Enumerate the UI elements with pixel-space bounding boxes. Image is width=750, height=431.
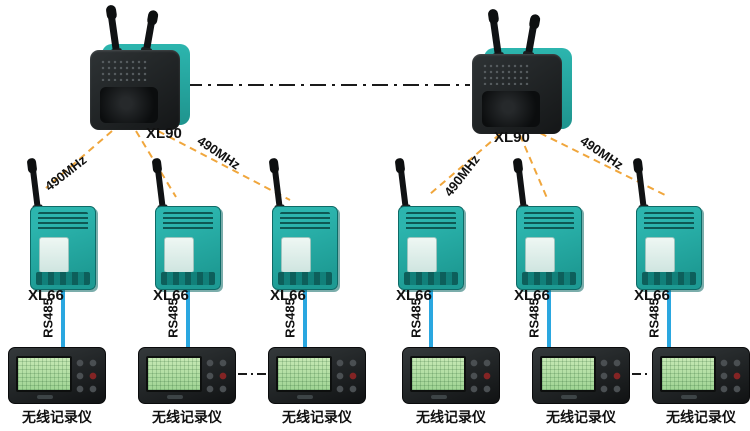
xl66-body bbox=[516, 206, 582, 290]
rs485-label: RS485 bbox=[282, 298, 298, 338]
recorder-device bbox=[652, 347, 750, 404]
xl66-body bbox=[272, 206, 338, 290]
rf-link-line bbox=[429, 133, 501, 195]
rf-link-line bbox=[157, 130, 291, 201]
rf-link-line bbox=[45, 130, 113, 189]
label-plate bbox=[645, 237, 675, 273]
lcd-screen bbox=[146, 356, 202, 392]
power-led bbox=[37, 395, 53, 399]
label-plate bbox=[39, 237, 69, 273]
terminal-block bbox=[161, 272, 215, 285]
power-led bbox=[297, 395, 313, 399]
lcd-screen bbox=[540, 356, 596, 392]
rs485-label: RS485 bbox=[40, 298, 56, 338]
xl66-label: XL66 bbox=[514, 287, 550, 304]
label-plate bbox=[407, 237, 437, 273]
xl66-label: XL66 bbox=[153, 287, 189, 304]
antenna-icon bbox=[397, 161, 409, 211]
lcd-screen bbox=[410, 356, 466, 392]
recorder-device bbox=[402, 347, 500, 404]
recorder-device bbox=[532, 347, 630, 404]
rs485-label: RS485 bbox=[526, 298, 542, 338]
button-pad bbox=[73, 357, 100, 395]
recorder-label: 无线记录仪 bbox=[546, 409, 616, 425]
button-pad bbox=[333, 357, 360, 395]
lcd-screen bbox=[276, 356, 332, 392]
speaker-grill bbox=[482, 63, 530, 85]
xl66-body bbox=[636, 206, 702, 290]
antenna-icon bbox=[635, 161, 647, 211]
xl66-body bbox=[398, 206, 464, 290]
button-pad bbox=[203, 357, 230, 395]
lcd-screen bbox=[16, 356, 72, 392]
recorder-label: 无线记录仪 bbox=[666, 409, 736, 425]
power-led bbox=[561, 395, 577, 399]
terminal-block bbox=[642, 272, 696, 285]
vent-grill bbox=[406, 212, 456, 232]
xl66-device bbox=[392, 161, 470, 290]
speaker bbox=[482, 91, 540, 127]
terminal-block bbox=[36, 272, 90, 285]
vent-grill bbox=[280, 212, 330, 232]
xl66-label: XL66 bbox=[396, 287, 432, 304]
recorder-label: 无线记录仪 bbox=[282, 409, 352, 425]
xl66-label: XL66 bbox=[634, 287, 670, 304]
xl90-device bbox=[470, 11, 574, 136]
recorder-label: 无线记录仪 bbox=[152, 409, 222, 425]
xl66-body bbox=[155, 206, 221, 290]
speaker bbox=[100, 87, 158, 123]
button-pad bbox=[597, 357, 624, 395]
xl66-label: XL66 bbox=[28, 287, 64, 304]
recorder-device bbox=[138, 347, 236, 404]
rs485-label: RS485 bbox=[165, 298, 181, 338]
button-pad bbox=[717, 357, 744, 395]
xl66-body bbox=[30, 206, 96, 290]
recorder-label: 无线记录仪 bbox=[22, 409, 92, 425]
antenna-icon bbox=[29, 161, 41, 211]
xl66-label: XL66 bbox=[270, 287, 306, 304]
recorder-device bbox=[8, 347, 106, 404]
recorder-device bbox=[268, 347, 366, 404]
xl90-label: XL90 bbox=[146, 125, 182, 142]
recorder-label: 无线记录仪 bbox=[416, 409, 486, 425]
terminal-block bbox=[404, 272, 458, 285]
button-pad bbox=[467, 357, 494, 395]
xl90-body bbox=[472, 48, 572, 134]
xl66-device bbox=[266, 161, 344, 290]
lcd-screen bbox=[660, 356, 716, 392]
vent-grill bbox=[524, 212, 574, 232]
power-led bbox=[167, 395, 183, 399]
speaker-grill bbox=[100, 59, 148, 81]
xl66-device bbox=[24, 161, 102, 290]
xl66-device bbox=[149, 161, 227, 290]
label-plate bbox=[164, 237, 194, 273]
xl66-device bbox=[630, 161, 708, 290]
antenna-icon bbox=[271, 161, 283, 211]
terminal-block bbox=[522, 272, 576, 285]
xl90-body bbox=[90, 44, 190, 130]
power-led bbox=[431, 395, 447, 399]
terminal-block bbox=[278, 272, 332, 285]
vent-grill bbox=[163, 212, 213, 232]
antenna-icon bbox=[154, 161, 166, 211]
vent-grill bbox=[644, 212, 694, 232]
rs485-label: RS485 bbox=[408, 298, 424, 338]
xl90-label: XL90 bbox=[494, 129, 530, 146]
label-plate bbox=[281, 237, 311, 273]
antenna-icon bbox=[515, 161, 527, 211]
rs485-label: RS485 bbox=[646, 298, 662, 338]
power-led bbox=[681, 395, 697, 399]
label-plate bbox=[525, 237, 555, 273]
vent-grill bbox=[38, 212, 88, 232]
xl90-device bbox=[88, 7, 192, 132]
xl66-device bbox=[510, 161, 588, 290]
